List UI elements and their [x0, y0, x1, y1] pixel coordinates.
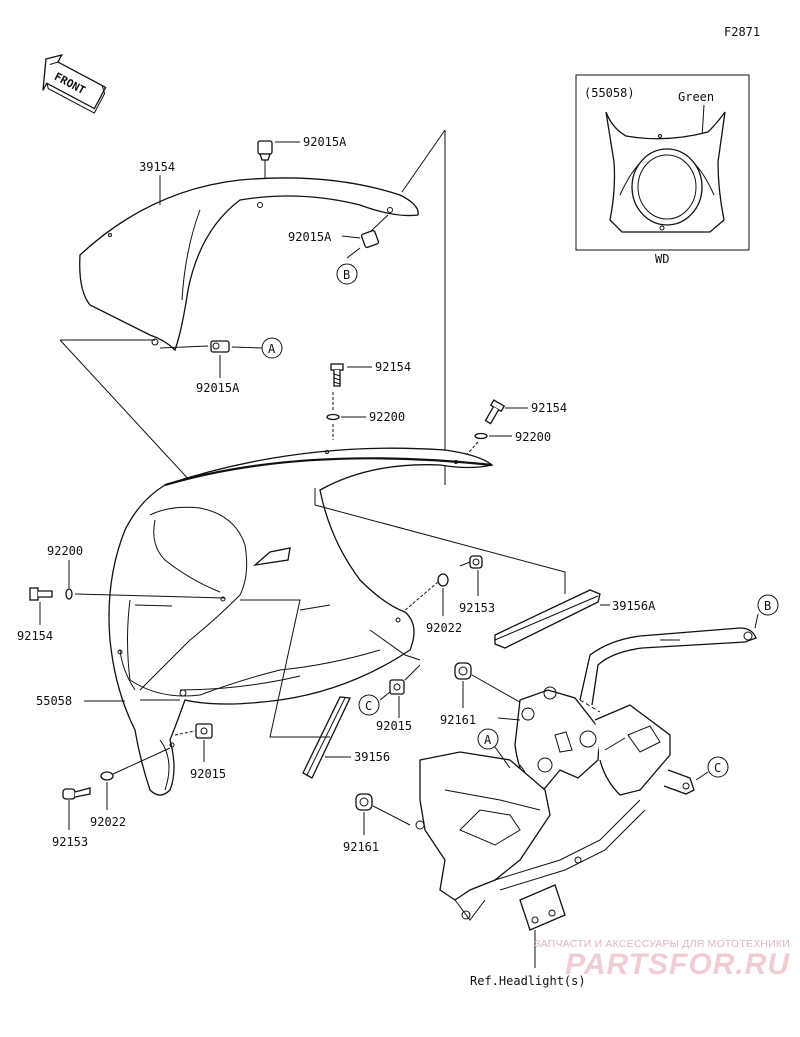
label-92022-low: 92022 — [90, 815, 126, 829]
figure-code: F2871 — [724, 25, 760, 39]
inset-part-number: (55058) — [584, 86, 635, 100]
label-39154: 39154 — [139, 160, 175, 174]
callout-b-label: B — [343, 268, 350, 282]
cowl-bracket-assembly: B C A — [415, 594, 779, 968]
grommet-92161-low — [355, 793, 373, 811]
label-55058: 55058 — [36, 694, 72, 708]
grommet-92015a-top — [257, 140, 273, 161]
label-92200-top: 92200 — [369, 410, 405, 424]
front-arrow-icon: FRONT — [42, 53, 107, 114]
label-92161-low: 92161 — [343, 840, 379, 854]
watermark-logo: PARTSFOR.RU — [565, 948, 790, 981]
label-92154-top: 92154 — [375, 360, 411, 374]
callout-a-upper — [261, 337, 283, 359]
inset-color-note: Green — [678, 90, 714, 104]
callout-a-bracket-label: A — [484, 733, 492, 747]
label-92153-mid: 92153 — [459, 601, 495, 615]
grommet-92015-low — [195, 723, 213, 739]
bolt-92153-low — [62, 787, 91, 800]
grommet-92015a-mid — [360, 229, 380, 249]
bolt-92154-top — [330, 363, 344, 387]
callout-c-bracket-label: C — [714, 761, 721, 775]
label-92015-low: 92015 — [190, 767, 226, 781]
callout-c-cowl-label: C — [365, 699, 372, 713]
ref-headlight-label: Ref.Headlight(s) — [470, 974, 586, 988]
watermark-tagline: ЗАПЧАСТИ И АКСЕССУАРЫ ДЛЯ МОТОТЕХНИКИ — [534, 938, 790, 950]
callout-a-upper-label: A — [268, 342, 276, 356]
label-92161-mid: 92161 — [440, 713, 476, 727]
inset-cowl-drawing — [605, 111, 726, 233]
upper-cowl-55058 — [108, 447, 494, 796]
label-92015-mid: 92015 — [376, 719, 412, 733]
label-92015a-mid: 92015A — [288, 230, 332, 244]
watermark: ЗАПЧАСТИ И АКСЕССУАРЫ ДЛЯ МОТОТЕХНИКИ PA… — [470, 938, 790, 980]
label-92154-left: 92154 — [17, 629, 53, 643]
callout-b-bracket — [757, 594, 779, 616]
callout-c-bracket — [707, 756, 729, 778]
grommet-92015-mid — [389, 679, 405, 695]
label-39156: 39156 — [354, 750, 390, 764]
washer-92200-top — [326, 413, 340, 421]
label-92022-mid: 92022 — [426, 621, 462, 635]
callout-b-bracket-label: B — [764, 599, 771, 613]
windshield-39154 — [79, 177, 419, 352]
washer-92200-right — [474, 432, 488, 440]
label-92015a-top: 92015A — [303, 135, 347, 149]
callout-b-windshield — [336, 263, 358, 285]
washer-92022-low — [100, 771, 114, 781]
label-92200-right: 92200 — [515, 430, 551, 444]
bolt-92153-mid — [459, 555, 483, 569]
label-39156a: 39156A — [612, 599, 656, 613]
label-92154-right: 92154 — [531, 401, 567, 415]
inset-panel: (55058) Green WD — [575, 74, 750, 266]
inset-caption: WD — [655, 252, 669, 266]
bolt-92154-left — [29, 587, 53, 601]
washer-92022-mid — [437, 573, 449, 587]
bolt-92154-right — [484, 399, 506, 425]
label-92200-left: 92200 — [47, 544, 83, 558]
callout-c-cowl — [358, 694, 380, 716]
grommet-92015a-low — [210, 340, 230, 353]
label-92153-low: 92153 — [52, 835, 88, 849]
label-92015a-low: 92015A — [196, 381, 240, 395]
callout-a-bracket — [477, 728, 499, 750]
panel-39156a — [494, 589, 601, 649]
grommet-92161-mid — [454, 662, 472, 680]
washer-92200-left — [65, 588, 73, 600]
